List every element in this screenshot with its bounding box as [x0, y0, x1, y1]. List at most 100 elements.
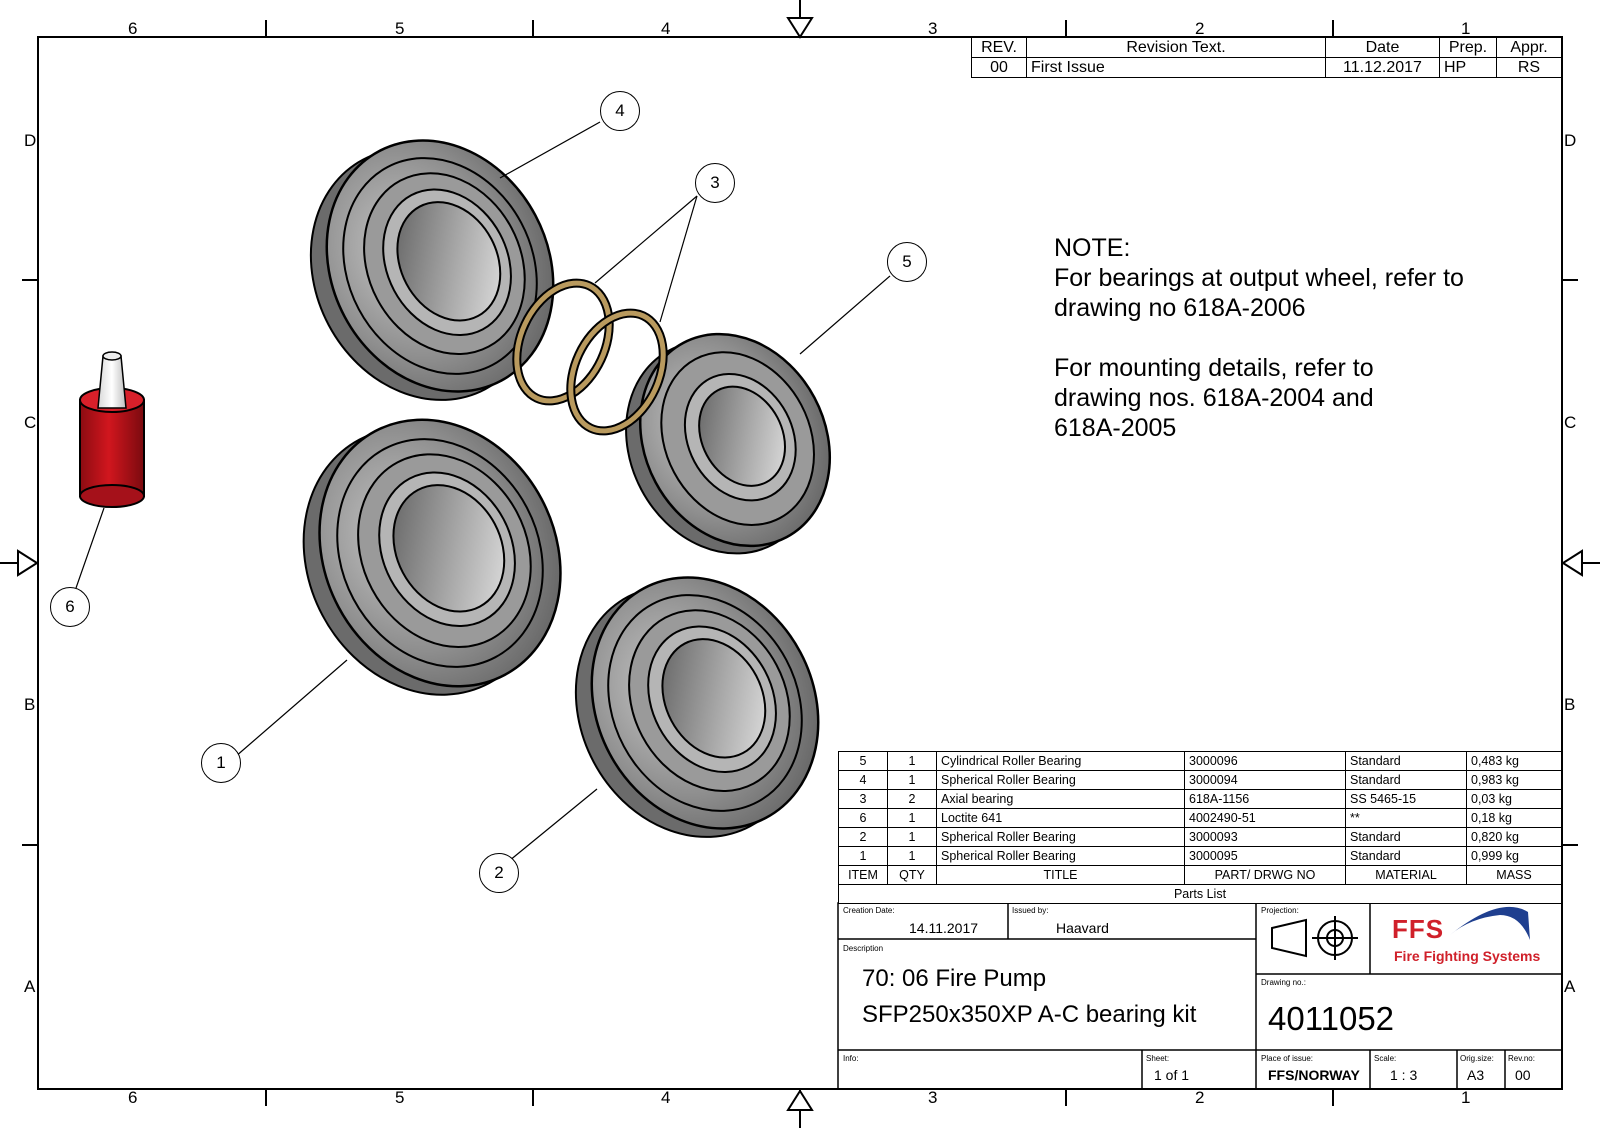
rev-header-prep: Prep.	[1439, 37, 1497, 58]
revision-row: 00 First Issue 11.12.2017 HP RS	[971, 57, 1562, 78]
parts-cell-part-no: 3000093	[1184, 827, 1346, 847]
note-line-2: drawing no 618A-2006	[1054, 294, 1306, 322]
parts-header-material: MATERIAL	[1345, 865, 1467, 885]
rev-header-text: Revision Text.	[1026, 37, 1326, 58]
ffs-logo-subtext: Fire Fighting Systems	[1394, 948, 1541, 964]
parts-cell-material: Standard	[1345, 827, 1467, 847]
parts-cell-material: SS 5465-15	[1345, 789, 1467, 809]
parts-cell-item: 1	[838, 846, 888, 866]
note-line-1: For bearings at output wheel, refer to	[1054, 264, 1464, 292]
parts-cell-mass: 0,820 kg	[1466, 827, 1562, 847]
note-block: NOTE: For bearings at output wheel, refe…	[1054, 233, 1464, 443]
bearing-1	[302, 418, 562, 696]
zone-col-top-6: 6	[128, 19, 138, 38]
parts-header-qty: QTY	[887, 865, 937, 885]
zone-row-left-a: A	[24, 977, 36, 996]
parts-cell-mass: 0,03 kg	[1466, 789, 1562, 809]
parts-cell-item: 4	[838, 770, 888, 790]
parts-cell-qty: 1	[887, 808, 937, 828]
balloon-4: 4	[600, 91, 640, 131]
parts-header-title: TITLE	[936, 865, 1185, 885]
scale-label: Scale:	[1374, 1054, 1397, 1063]
parts-header-part-no: PART/ DRWG NO	[1184, 865, 1346, 885]
rev-cell-prep: HP	[1439, 57, 1497, 78]
drawing-no-label: Drawing no.:	[1261, 978, 1306, 987]
sheet-label: Sheet:	[1146, 1054, 1170, 1063]
parts-cell-part-no: 3000096	[1184, 751, 1346, 771]
parts-cell-item: 3	[838, 789, 888, 809]
parts-cell-mass: 0,483 kg	[1466, 751, 1562, 771]
parts-header-mass: MASS	[1466, 865, 1562, 885]
axial-ring-1	[512, 278, 614, 406]
issued-by: Haavard	[1056, 920, 1109, 936]
parts-cell-part-no: 3000094	[1184, 770, 1346, 790]
parts-cell-mass: 0,983 kg	[1466, 770, 1562, 790]
zone-col-bottom-4: 4	[661, 1088, 671, 1107]
scale-value: 1 : 3	[1390, 1067, 1418, 1083]
parts-cell-title: Spherical Roller Bearing	[936, 846, 1185, 866]
parts-cell-material: Standard	[1345, 846, 1467, 866]
zone-col-top-2: 2	[1195, 19, 1205, 38]
ffs-logo-text: FFS	[1392, 914, 1445, 944]
zone-col-bottom-3: 3	[928, 1088, 938, 1107]
parts-cell-title: Spherical Roller Bearing	[936, 770, 1185, 790]
zone-row-right-a: A	[1564, 977, 1576, 996]
bearing-5	[625, 332, 832, 555]
balloon-5: 5	[887, 242, 927, 282]
zone-col-top-4: 4	[661, 19, 671, 38]
ffs-logo-swoosh	[1450, 906, 1530, 940]
parts-cell-part-no: 3000095	[1184, 846, 1346, 866]
revision-table: REV. Revision Text. Date Prep. Appr. 00 …	[971, 37, 1562, 78]
bearing-2	[574, 576, 820, 838]
orig-size-label: Orig.size:	[1460, 1054, 1494, 1063]
creation-date-label: Creation Date:	[843, 906, 895, 915]
parts-cell-material: Standard	[1345, 770, 1467, 790]
place-of-issue-label: Place of issue:	[1261, 1054, 1314, 1063]
note-heading: NOTE:	[1054, 234, 1131, 262]
zone-row-right-b: B	[1564, 695, 1576, 714]
parts-cell-qty: 2	[887, 789, 937, 809]
axial-ring-2	[566, 308, 668, 436]
parts-cell-title: Spherical Roller Bearing	[936, 827, 1185, 847]
zone-row-left-c: C	[24, 413, 37, 432]
zone-row-right-d: D	[1564, 131, 1577, 150]
parts-cell-part-no: 618A-1156	[1184, 789, 1346, 809]
revision-header-row: REV. Revision Text. Date Prep. Appr.	[971, 37, 1562, 58]
drawing-no: 4011052	[1268, 1000, 1395, 1037]
balloon-2: 2	[479, 853, 519, 893]
projection-label: Projection:	[1261, 906, 1299, 915]
rev-cell-appr: RS	[1496, 57, 1562, 78]
orig-size-value: A3	[1467, 1067, 1485, 1083]
parts-list-title: Parts List	[838, 884, 1562, 904]
projection-symbol	[1271, 916, 1358, 960]
parts-cell-mass: 0,999 kg	[1466, 846, 1562, 866]
zone-col-bottom-5: 5	[395, 1088, 405, 1107]
parts-cell-title: Loctite 641	[936, 808, 1185, 828]
bearing-4	[309, 139, 555, 401]
parts-cell-item: 6	[838, 808, 888, 828]
description-label: Description	[843, 944, 884, 953]
info-label: Info:	[843, 1054, 859, 1063]
rev-header-appr: Appr.	[1496, 37, 1562, 58]
sheet-value: 1 of 1	[1154, 1067, 1190, 1083]
parts-cell-qty: 1	[887, 827, 937, 847]
parts-cell-title: Axial bearing	[936, 789, 1185, 809]
parts-header-row: ITEM QTY TITLE PART/ DRWG NO MATERIAL MA…	[838, 865, 1562, 885]
parts-cell-qty: 1	[887, 846, 937, 866]
issued-by-label: Issued by:	[1012, 906, 1049, 915]
note-line-4: drawing nos. 618A-2004 and	[1054, 384, 1374, 412]
balloon-6: 6	[50, 587, 90, 627]
note-line-5: 618A-2005	[1054, 414, 1177, 442]
zone-row-left-b: B	[24, 695, 36, 714]
parts-list-title-row: Parts List	[838, 884, 1562, 904]
zone-col-bottom-6: 6	[128, 1088, 138, 1107]
parts-cell-title: Cylindrical Roller Bearing	[936, 751, 1185, 771]
parts-cell-material: **	[1345, 808, 1467, 828]
rev-cell-date: 11.12.2017	[1325, 57, 1440, 78]
